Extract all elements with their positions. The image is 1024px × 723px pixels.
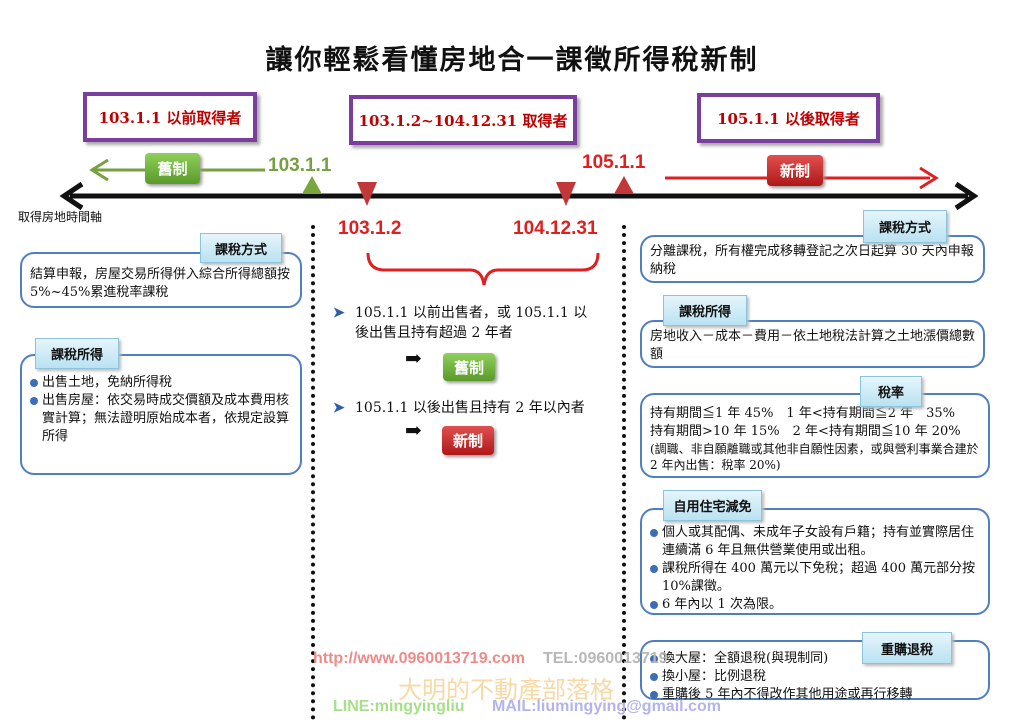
left-method-box: 結算申報，房屋交易所得併入綜合所得總額按 5%~45%累進稅率課稅 (20, 252, 302, 308)
date-104-12-31: 104.12.31 (513, 218, 598, 239)
brace (366, 252, 600, 286)
rule2-result-badge: 新制 (442, 426, 494, 455)
self-use-tab: 自用住宅減免 (663, 490, 762, 521)
date-103-1-1: 103.1.1 (268, 155, 332, 176)
left-income-tab: 課稅所得 (35, 338, 119, 369)
self-use-box: 個人或其配偶、未成年子女設有戶籍；持有並實際居住連續滿 6 年且無供營業使用或出… (640, 508, 990, 615)
list-item: 出售房屋：依交易時成交價額及成本費用核實計算；無法證明原始成本者，依規定設算所得 (30, 392, 292, 446)
left-method-text: 結算申報，房屋交易所得併入綜合所得總額按 5%~45%累進稅率課稅 (30, 267, 291, 300)
right-income-tab: 課稅所得 (663, 295, 747, 326)
rate-line: 持有期間>10 年 15% 2 年<持有期間≦10 年 20% (650, 424, 961, 439)
rate-box: 持有期間≦1 年 45% 1 年<持有期間≦2 年 35% 持有期間>10 年 … (640, 393, 990, 478)
period-after-105: 105.1.1 以後取得者 (697, 93, 880, 143)
arrow-right-icon: ➡ (405, 418, 422, 442)
old-system-badge: 舊制 (145, 153, 200, 184)
list-item: 換大屋：全額退稅(與現制同) (650, 650, 980, 668)
date-103-1-2: 103.1.2 (338, 218, 402, 239)
period-before-103: 103.1.1 以前取得者 (83, 92, 257, 142)
axis-label: 取得房地時間軸 (18, 210, 103, 224)
list-item: 出售土地，免納所得稅 (30, 374, 292, 392)
list-item: 6 年內以 1 次為限。 (650, 596, 980, 614)
list-item: 重購後 5 年內不得改作其他用途或再行移轉 (650, 686, 980, 704)
left-income-box: 出售土地，免納所得稅出售房屋：依交易時成交價額及成本費用核實計算；無法證明原始成… (20, 354, 302, 475)
rate-tab: 稅率 (860, 376, 922, 407)
rate-line: 持有期間≦1 年 45% 1 年<持有期間≦2 年 35% (650, 406, 956, 421)
watermark-tel: TEL:0960013719 (543, 650, 668, 667)
divider-right (622, 225, 626, 720)
rule2-text: 105.1.1 以後出售且持有 2 年以內者 (355, 400, 585, 416)
arrow-left-icon (59, 181, 84, 211)
rule1-result-badge: 舊制 (443, 353, 495, 381)
watermark-mail: MAIL:liumingying@gmail.com (492, 698, 721, 715)
left-method-tab: 課稅方式 (200, 233, 282, 263)
chevron-icon: ➤ (333, 400, 345, 416)
marker-105-1-1 (614, 176, 634, 194)
right-income-text: 房地收入－成本－費用－依土地稅法計算之土地漲價總數額 (650, 329, 976, 362)
marker-103-1-2 (357, 182, 377, 206)
list-item: 換小屋：比例退稅 (650, 668, 980, 686)
marker-103-1-1 (302, 176, 322, 194)
watermark-url: http://www.0960013719.com (313, 650, 525, 667)
date-105-1-1: 105.1.1 (582, 152, 646, 173)
right-method-tab: 課稅方式 (863, 210, 947, 243)
list-item: 課稅所得在 400 萬元以下免稅；超過 400 萬元部分按 10%課徵。 (650, 560, 980, 596)
rebuy-tab: 重購退稅 (862, 632, 952, 664)
period-103-104: 103.1.2~104.12.31 取得者 (349, 95, 577, 145)
page-title: 讓你輕鬆看懂房地合一課徵所得稅新制 (265, 45, 759, 76)
marker-104-12-31 (556, 182, 576, 206)
right-income-box: 房地收入－成本－費用－依土地稅法計算之土地漲價總數額 (640, 320, 985, 368)
watermark-blog: 大明的不動產部落格 (398, 676, 614, 704)
list-item: 個人或其配偶、未成年子女設有戶籍；持有並實際居住連續滿 6 年且無供營業使用或出… (650, 524, 980, 560)
watermark-line: LINE:mingyingliu (333, 698, 465, 715)
rule1-text: 105.1.1 以前出售者，或 105.1.1 以後出售且持有超過 2 年者 (355, 305, 588, 341)
rate-note: (調職、非自願離職或其他非自願性因素，或與營利事業合建於 2 年內出售：稅率 2… (650, 442, 979, 472)
divider-left (311, 225, 315, 720)
right-method-box: 分離課稅，所有權完成移轉登記之次日起算 30 天內申報納稅 (640, 235, 985, 283)
chevron-icon: ➤ (333, 305, 345, 321)
arrow-right-icon: ➡ (405, 346, 422, 370)
right-method-text: 分離課稅，所有權完成移轉登記之次日起算 30 天內申報納稅 (650, 244, 974, 277)
arrow-right-icon (954, 181, 979, 211)
new-system-badge: 新制 (767, 155, 823, 186)
